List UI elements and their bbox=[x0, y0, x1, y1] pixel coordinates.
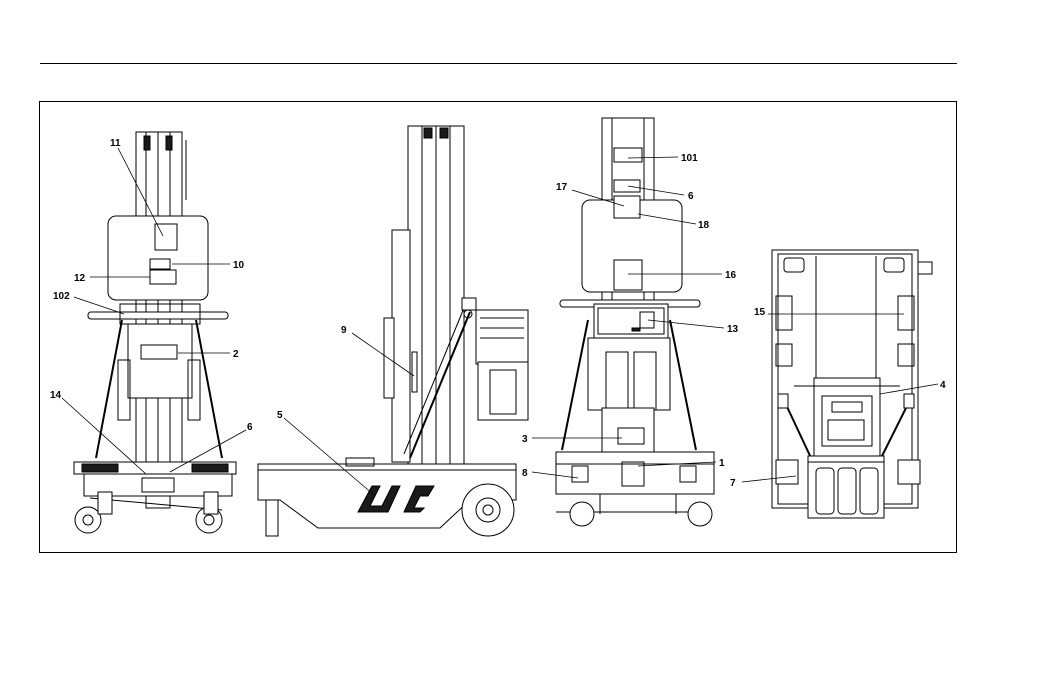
callout-7: 7 bbox=[730, 478, 736, 489]
callout-8: 8 bbox=[522, 468, 528, 479]
callout-13: 13 bbox=[727, 324, 739, 335]
callout-101: 101 bbox=[681, 153, 698, 164]
callout-18: 18 bbox=[698, 220, 710, 231]
top-view bbox=[772, 250, 932, 518]
callout-16: 16 bbox=[725, 270, 737, 281]
callout-6-rear: 6 bbox=[688, 191, 694, 202]
callout-17: 17 bbox=[556, 182, 568, 193]
callout-3: 3 bbox=[522, 434, 528, 445]
callout-5: 5 bbox=[277, 410, 283, 421]
callout-11: 11 bbox=[110, 138, 121, 149]
front-view bbox=[74, 132, 236, 533]
side-view bbox=[258, 126, 528, 536]
rear-view bbox=[556, 118, 714, 526]
callout-15: 15 bbox=[754, 307, 766, 318]
callout-10: 10 bbox=[233, 260, 245, 271]
callout-4: 4 bbox=[940, 380, 946, 391]
callout-102: 102 bbox=[53, 291, 70, 302]
callout-9: 9 bbox=[341, 325, 347, 336]
callout-14: 14 bbox=[50, 390, 62, 401]
callout-12: 12 bbox=[74, 273, 86, 284]
callout-6-front: 6 bbox=[247, 422, 253, 433]
callout-1: 1 bbox=[719, 458, 725, 469]
callout-2: 2 bbox=[233, 349, 239, 360]
